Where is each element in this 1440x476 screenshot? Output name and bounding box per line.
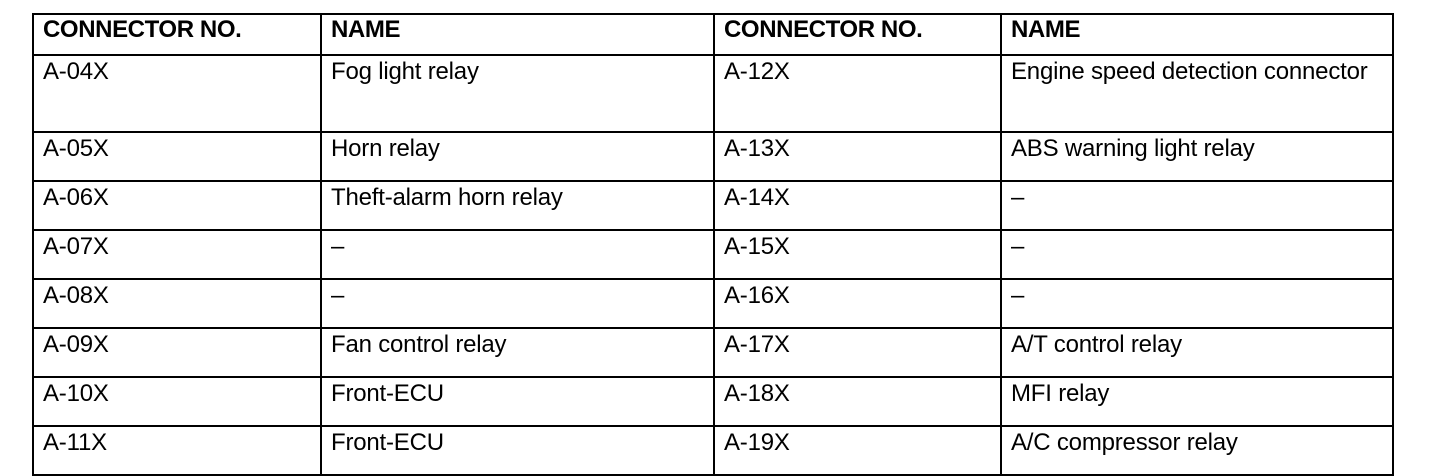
cell-name-right: –	[1000, 180, 1394, 231]
cell-name-right: ABS warning light relay	[1000, 131, 1394, 182]
cell-name-right: Engine speed detection connector	[1000, 54, 1394, 133]
table-row: A-04X Fog light relay A-12X Engine speed…	[32, 54, 1394, 133]
cell-name-right: –	[1000, 229, 1394, 280]
column-header-connector-no-left: CONNECTOR NO.	[32, 13, 322, 56]
cell-name-right: A/T control relay	[1000, 327, 1394, 378]
table-row: A-11X Front-ECU A-19X A/C compressor rel…	[32, 425, 1394, 476]
cell-name-left: Front-ECU	[320, 425, 715, 476]
cell-connector-no-left: A-04X	[32, 54, 322, 133]
column-header-name-left: NAME	[320, 13, 715, 56]
cell-connector-no-left: A-05X	[32, 131, 322, 182]
cell-name-right: –	[1000, 278, 1394, 329]
cell-name-left: Fog light relay	[320, 54, 715, 133]
cell-name-left: Theft-alarm horn relay	[320, 180, 715, 231]
cell-name-left: –	[320, 229, 715, 280]
cell-connector-no-right: A-17X	[713, 327, 1002, 378]
cell-name-left: Fan control relay	[320, 327, 715, 378]
cell-connector-no-right: A-16X	[713, 278, 1002, 329]
cell-name-left: Horn relay	[320, 131, 715, 182]
cell-name-left: –	[320, 278, 715, 329]
cell-connector-no-left: A-06X	[32, 180, 322, 231]
header-row: CONNECTOR NO. NAME CONNECTOR NO. NAME	[32, 13, 1394, 56]
page-canvas: CONNECTOR NO. NAME CONNECTOR NO. NAME A-…	[32, 13, 1394, 476]
cell-connector-no-right: A-12X	[713, 54, 1002, 133]
cell-connector-no-right: A-18X	[713, 376, 1002, 427]
cell-connector-no-left: A-08X	[32, 278, 322, 329]
cell-connector-no-left: A-11X	[32, 425, 322, 476]
table-row: A-05X Horn relay A-13X ABS warning light…	[32, 131, 1394, 182]
cell-connector-no-right: A-13X	[713, 131, 1002, 182]
cell-connector-no-right: A-19X	[713, 425, 1002, 476]
table-row: A-09X Fan control relay A-17X A/T contro…	[32, 327, 1394, 378]
cell-name-right: A/C compressor relay	[1000, 425, 1394, 476]
connector-reference-table: CONNECTOR NO. NAME CONNECTOR NO. NAME A-…	[32, 13, 1394, 476]
cell-connector-no-left: A-09X	[32, 327, 322, 378]
cell-name-left: Front-ECU	[320, 376, 715, 427]
cell-connector-no-left: A-07X	[32, 229, 322, 280]
cell-connector-no-left: A-10X	[32, 376, 322, 427]
table-row: A-08X – A-16X –	[32, 278, 1394, 329]
table-row: A-07X – A-15X –	[32, 229, 1394, 280]
cell-connector-no-right: A-14X	[713, 180, 1002, 231]
column-header-connector-no-right: CONNECTOR NO.	[713, 13, 1002, 56]
cell-name-right: MFI relay	[1000, 376, 1394, 427]
column-header-name-right: NAME	[1000, 13, 1394, 56]
table-body: A-04X Fog light relay A-12X Engine speed…	[32, 54, 1394, 476]
table-row: A-10X Front-ECU A-18X MFI relay	[32, 376, 1394, 427]
cell-connector-no-right: A-15X	[713, 229, 1002, 280]
table-row: A-06X Theft-alarm horn relay A-14X –	[32, 180, 1394, 231]
table-header: CONNECTOR NO. NAME CONNECTOR NO. NAME	[32, 13, 1394, 56]
